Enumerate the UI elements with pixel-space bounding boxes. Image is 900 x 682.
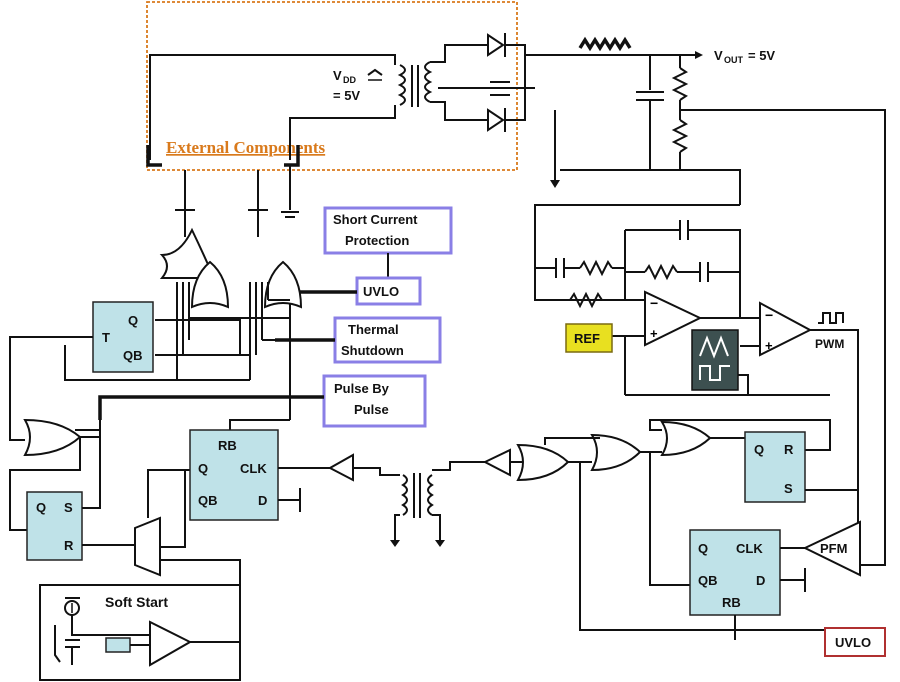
vdd-symbol: V <box>333 68 342 83</box>
primary-wiring <box>146 54 396 218</box>
mux <box>134 516 161 577</box>
d-right-rb: RB <box>722 595 741 610</box>
t-flipflop <box>92 301 154 373</box>
d-right-d: D <box>756 573 765 588</box>
d-right-clk: CLK <box>736 541 763 556</box>
svg-text:−: − <box>650 295 658 311</box>
uvlo-bottom-box <box>824 627 886 657</box>
pulse-line1: Pulse By <box>334 381 390 396</box>
vout-symbol: V <box>714 48 723 63</box>
buffer-left <box>327 453 354 482</box>
svg-text:−: − <box>765 307 773 323</box>
vdd-subscript: DD <box>343 75 356 85</box>
d-flipflop-center <box>189 429 279 521</box>
svg-text:+: + <box>650 326 658 341</box>
ref-label: REF <box>574 331 600 346</box>
vout-subscript: OUT <box>724 55 744 65</box>
error-amplifier <box>644 290 703 347</box>
pfm-block <box>802 520 861 577</box>
t-ff-qb: QB <box>123 348 143 363</box>
buffer-right <box>482 448 511 477</box>
sr-flipflop-right <box>744 431 806 503</box>
d-flipflop-right <box>689 529 781 616</box>
d-right-q: Q <box>698 541 708 556</box>
or-gate-left <box>23 418 82 457</box>
uvlo-bottom-label: UVLO <box>835 635 871 650</box>
short-current-line1: Short Current <box>333 212 418 227</box>
or-gate-upper-right <box>263 260 303 309</box>
sr-right-s: S <box>784 481 793 496</box>
sr-flipflop-left <box>26 491 83 561</box>
vdd-label: V DD = 5V <box>333 68 383 103</box>
output-filter <box>550 36 886 566</box>
rectifier-diodes <box>487 33 580 132</box>
short-current-line2: Protection <box>345 233 409 248</box>
soft-start-label: Soft Start <box>105 594 168 610</box>
d-center-qb: QB <box>198 493 218 508</box>
or-gate-upper-left <box>159 227 230 309</box>
svg-text:+: + <box>765 338 773 353</box>
pulse-line2: Pulse <box>354 402 389 417</box>
or-gate-right-2 <box>590 433 642 472</box>
d-center-clk: CLK <box>240 461 267 476</box>
sr-left-s: S <box>64 500 73 515</box>
d-right-qb: QB <box>698 573 718 588</box>
pulse-by-pulse-box <box>322 374 427 428</box>
d-center-rb: RB <box>218 438 237 453</box>
soft-start-comparator <box>149 620 193 667</box>
or-gate-right-3 <box>660 420 712 457</box>
d-center-d: D <box>258 493 267 508</box>
thermal-line1: Thermal <box>348 322 399 337</box>
soft-start-internals <box>54 597 150 665</box>
external-components-label: External Components <box>166 138 326 157</box>
thermal-shutdown-box <box>333 316 442 364</box>
d-center-q: Q <box>198 461 208 476</box>
vdd-value: = 5V <box>333 88 360 103</box>
isolation-transformer <box>390 461 485 547</box>
sr-left-r: R <box>64 538 74 553</box>
thermal-line2: Shutdown <box>341 343 404 358</box>
sr-right-r: R <box>784 442 794 457</box>
pwm-label: PWM <box>815 337 844 351</box>
vout-value: = 5V <box>748 48 775 63</box>
or-gate-right-1 <box>516 443 570 482</box>
short-current-protection-box <box>323 206 453 255</box>
external-components-box <box>146 1 518 171</box>
sr-right-q: Q <box>754 442 764 457</box>
sr-left-q: Q <box>36 500 46 515</box>
compensation-network <box>534 204 741 318</box>
gate-input-wires <box>64 282 290 381</box>
ref-block <box>565 323 613 353</box>
uvlo-label: UVLO <box>363 284 399 299</box>
pwm-comparator <box>759 301 813 357</box>
main-transformer <box>397 44 535 121</box>
t-ff-q: Q <box>128 313 138 328</box>
pfm-label: PFM <box>820 541 847 556</box>
t-ff-t: T <box>102 330 110 345</box>
